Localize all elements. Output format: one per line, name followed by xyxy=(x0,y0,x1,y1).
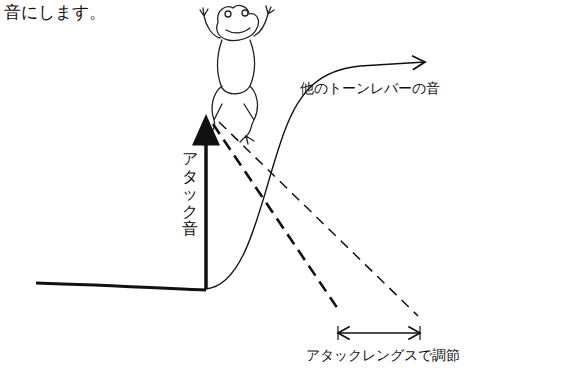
frog-figure xyxy=(198,6,274,145)
curve-label: 他のトーンレバーの音 xyxy=(300,80,440,97)
dashed-decay xyxy=(219,122,418,316)
note-text: 音にします。 xyxy=(4,2,106,22)
length-arrow xyxy=(338,332,420,333)
length-label: アタックレングスで調節 xyxy=(306,347,460,364)
dashed-decay xyxy=(213,124,340,312)
tone-curve xyxy=(206,62,425,289)
base-line xyxy=(36,283,206,290)
length-tick xyxy=(419,326,420,340)
length-tick xyxy=(337,326,338,340)
attack-arrow xyxy=(204,128,208,289)
attack-label: アタック音 xyxy=(182,150,198,238)
